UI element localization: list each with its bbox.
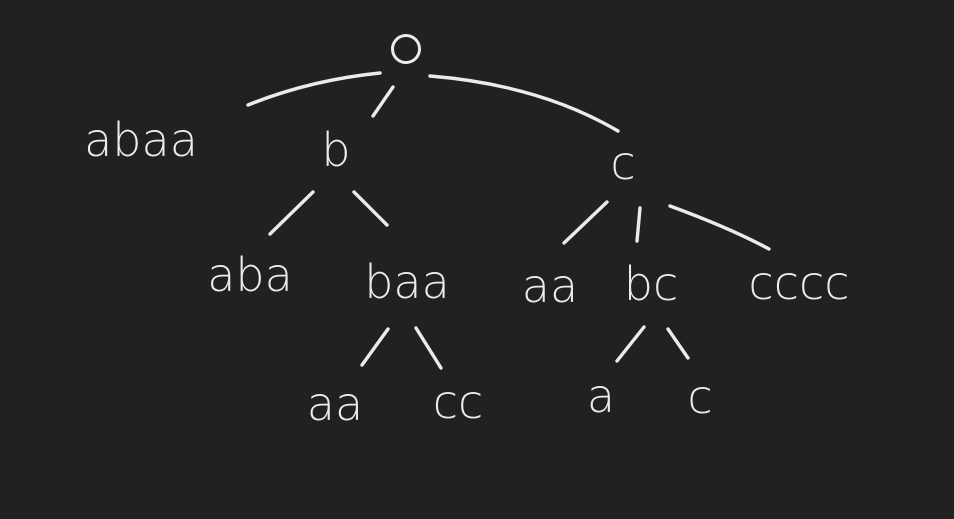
node-cccc: cccc [748,256,850,310]
node-b: b [321,123,351,177]
edge-baa-aa [360,327,390,367]
node-baa: baa [364,255,450,309]
edge-b-aba [268,190,315,236]
node-a: a [586,369,616,423]
node-cc: cc [432,375,484,429]
edge-root-abaa [246,71,382,107]
edge-baa-cc [414,326,443,370]
edge-c-aa [562,200,609,245]
edge-bc-c [666,327,690,360]
edge-bc-a [615,325,646,363]
node-aa-under-c: aa [521,259,579,313]
node-bc: bc [623,257,679,311]
edge-root-c [428,74,620,133]
node-abaa: abaa [84,113,198,167]
node-c-under-bc: c [687,370,713,424]
edge-c-cccc [668,204,771,251]
node-c: c [610,136,636,190]
node-aba: aba [207,248,293,302]
node-aa-under-baa: aa [306,377,364,431]
edge-root-b [371,85,395,118]
edge-b-baa [352,190,389,227]
edge-c-bc [635,206,642,243]
